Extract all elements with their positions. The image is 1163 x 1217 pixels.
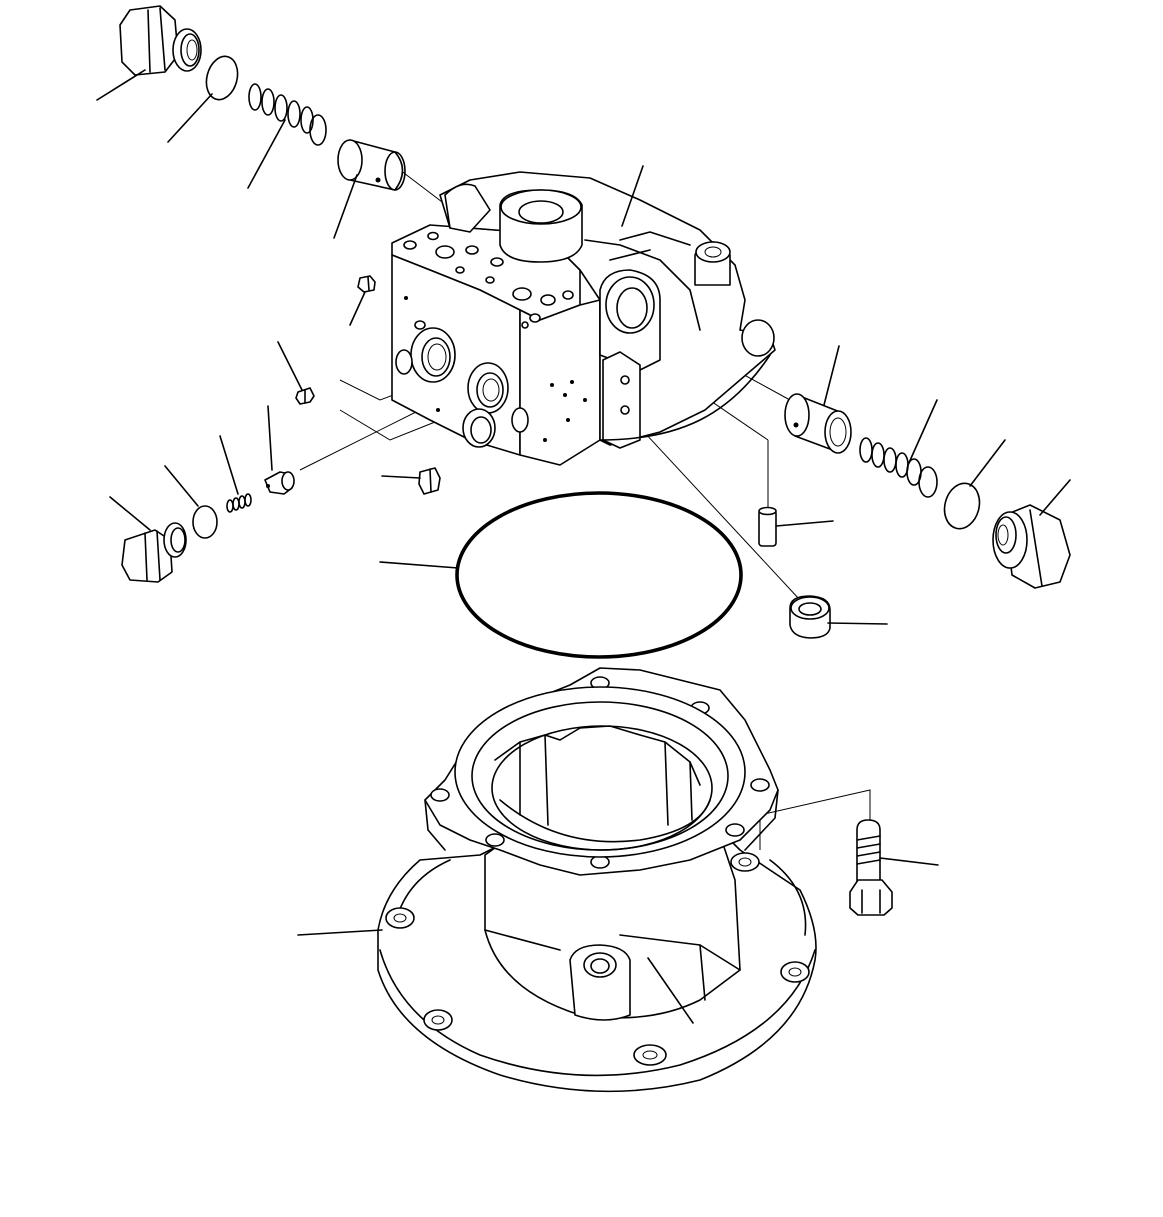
pin-valve [264,471,295,495]
plug-top-left [119,5,202,76]
leader-bushing [827,622,888,625]
o-ring-right [943,482,981,530]
leader-plug-left [109,496,151,531]
callout-leaders [96,69,1071,1024]
small-plug-lower [418,467,441,495]
leader-spring-left [219,435,239,495]
leader-sleeve-top-left [333,174,358,239]
spring-top-left [248,83,327,146]
dowel-pin [758,506,777,547]
leader-o-ring-left [164,465,199,507]
sleeve-top-left [337,139,406,191]
leader-dowel-pin [775,520,834,527]
leader-large-o-ring [379,561,459,569]
bolt [849,819,893,916]
spring-right [859,437,938,498]
leader-bolt [879,857,939,866]
leader-valve-body [621,165,644,227]
plug-right [992,504,1071,589]
leader-pin-valve [267,405,273,471]
leader-small-plug-lower [381,475,421,479]
leader-swing-housing [297,929,383,936]
leader-sleeve-right [823,345,840,406]
leader-plug-top-left [96,69,146,101]
leader-small-plug-mid [277,341,303,391]
small-plug-upper [357,275,376,293]
small-plug-mid [295,387,315,405]
o-ring-left [192,505,218,539]
bushing [789,595,831,639]
plug-left [121,522,187,583]
leader-small-plug-upper [349,291,366,326]
leader-spring-right [907,399,938,466]
leader-spring-top-left [247,119,286,189]
leader-plug-right [1039,479,1071,516]
sleeve-right [784,393,852,454]
swing-housing [377,667,817,1093]
valve-body [391,171,776,466]
leader-o-ring-top-left [167,93,213,143]
leader-housing-boss [647,957,694,1024]
large-o-ring [455,491,743,659]
o-ring-top-left [205,55,239,101]
spring-left [226,493,252,513]
leader-o-ring-right [969,439,1006,487]
